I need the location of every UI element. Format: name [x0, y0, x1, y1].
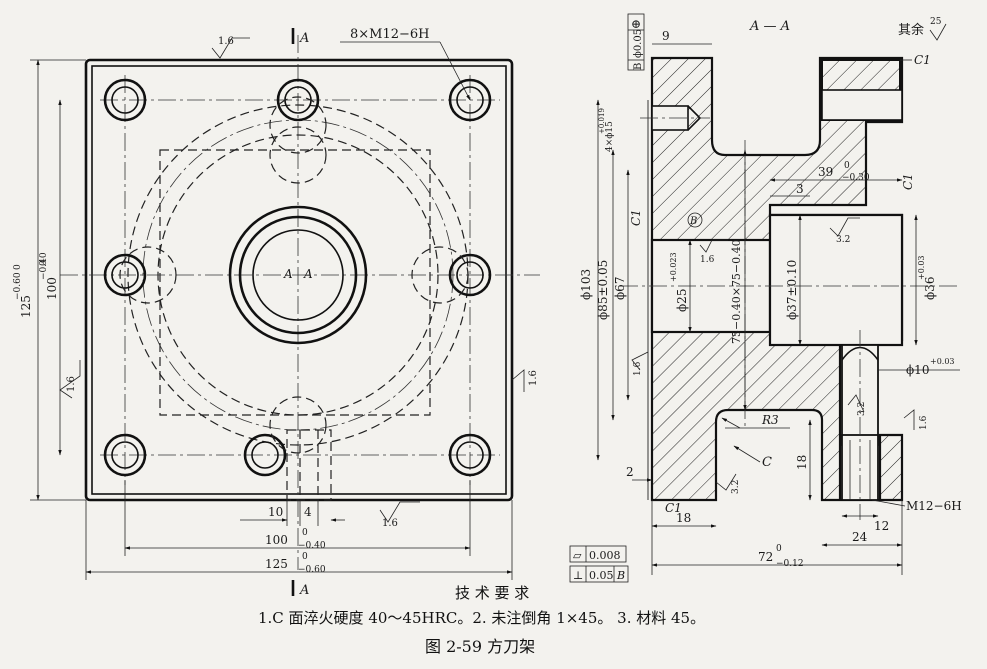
dim-slot-4: 4	[304, 505, 312, 519]
dim-72: 72	[758, 550, 773, 564]
position-tol-symbol: ⊕	[631, 17, 641, 31]
chamfer-c1-bottom: C1	[665, 501, 682, 515]
dim-72-tol: −0.12	[776, 559, 804, 569]
thread-callout: 8×M12−6H	[350, 27, 430, 42]
dim-width-inner: 100	[265, 533, 288, 547]
dim-18-horizontal: 18	[676, 511, 691, 525]
dim-phi25-tol: +0.023	[669, 252, 678, 282]
dim-24: 24	[852, 530, 868, 544]
section-title: A — A	[749, 19, 790, 34]
dim-width-outer: 125	[265, 557, 288, 571]
position-tol-datum: B	[633, 63, 644, 70]
position-tol-value: ϕ0.05	[633, 29, 644, 58]
roughness-32c: 3.2	[731, 480, 741, 494]
dim-height-outer: 125	[19, 295, 33, 318]
notes-heading: 技 术 要 求	[455, 584, 530, 602]
thread-m12: M12−6H	[906, 499, 962, 513]
svg-text:0: 0	[844, 161, 850, 171]
dim-height-inner-tol: −0.40	[39, 252, 49, 280]
dim-holes-tol: +0.019	[598, 108, 606, 134]
dim-phi10: ϕ10	[906, 363, 929, 377]
roughness-top: 1.6	[218, 36, 234, 47]
dim-holes: 4×ϕ15	[605, 121, 615, 152]
front-view: A A A A 8×M12−6H 1.6 125 −0.60 100 −0.40…	[13, 27, 540, 598]
dim-39: 39	[818, 165, 833, 179]
dim-slot-10: 10	[268, 505, 283, 519]
boss-inner	[238, 215, 358, 335]
boss-bore	[252, 229, 344, 321]
flatness-value: 0.008	[589, 549, 621, 562]
dim-phi36: ϕ36	[923, 277, 937, 300]
dim-width-outer-tol: −0.60	[298, 565, 326, 575]
view-c: C	[762, 455, 772, 470]
dim-phi37: ϕ37±0.10	[785, 260, 799, 320]
other-roughness-value: 25	[930, 17, 942, 27]
roughness-16c: 1.6	[919, 415, 929, 430]
roughness-16b: 1.6	[633, 361, 643, 376]
roughness-right: 1.6	[528, 370, 539, 386]
chamfer-c1-right: C1	[901, 173, 915, 190]
center-label-left: A	[283, 267, 293, 281]
chamfer-c1-top: C1	[914, 53, 931, 67]
other-roughness: 其余	[898, 22, 924, 38]
dim-18-vertical: 18	[795, 455, 809, 470]
svg-text:0: 0	[302, 528, 308, 538]
svg-text:0: 0	[13, 264, 23, 270]
dim-phi10-tol: +0.03	[930, 357, 955, 366]
dim-12: 12	[874, 519, 889, 533]
dim-r3: R3	[761, 413, 779, 427]
dim-phi67: ϕ67	[613, 277, 627, 300]
dim-75: 75−0.40×75−0.40	[730, 239, 743, 344]
hidden-square	[159, 149, 431, 416]
dim-39-tol: −0.30	[842, 173, 870, 183]
datum-b: B	[689, 216, 697, 227]
roughness-bottom: 1.6	[382, 518, 398, 529]
flatness-symbol: ▱	[573, 549, 582, 562]
dim-phi85: ϕ85±0.05	[596, 260, 610, 320]
roughness-32a: 3.2	[836, 235, 850, 245]
boss-outer	[228, 205, 368, 345]
dim-3: 3	[796, 182, 804, 196]
dim-width-inner-tol: −0.40	[298, 541, 326, 551]
svg-text:0: 0	[776, 544, 782, 554]
outer-square	[84, 58, 514, 502]
section-view: A — A 其余 25 ⊕ ϕ0.05 B 9	[569, 13, 962, 583]
chamfer-c1-left: C1	[629, 209, 643, 226]
section-mark-top: A	[299, 31, 309, 46]
bolt-holes	[103, 78, 492, 477]
perp-value: 0.05	[589, 569, 614, 582]
perp-symbol: ⊥	[573, 569, 583, 582]
center-label-right: A	[303, 267, 313, 281]
roughness-16a: 1.6	[700, 255, 715, 265]
inner-border	[91, 65, 507, 495]
figure-caption: 图 2-59 方刀架	[425, 637, 536, 656]
perp-datum: B	[616, 569, 625, 582]
roughness-left: 1.6	[66, 376, 77, 392]
dim-phi25: ϕ25	[675, 289, 689, 312]
dim-2: 2	[626, 465, 634, 479]
dim-height-outer-tol: −0.60	[13, 272, 23, 300]
dim-phi36-tol: +0.03	[917, 255, 926, 280]
dim-height-inner: 100	[45, 277, 59, 300]
svg-text:0: 0	[39, 260, 49, 266]
dim-phi103: ϕ103	[579, 269, 593, 300]
notes-line: 1.C 面淬火硬度 40～45HRC。2. 未注倒角 1×45。 3. 材料 4…	[258, 609, 706, 627]
svg-text:0: 0	[302, 552, 308, 562]
section-mark-bottom: A	[299, 583, 309, 598]
dim-9: 9	[662, 29, 670, 43]
roughness-32b: 3.2	[857, 402, 867, 416]
